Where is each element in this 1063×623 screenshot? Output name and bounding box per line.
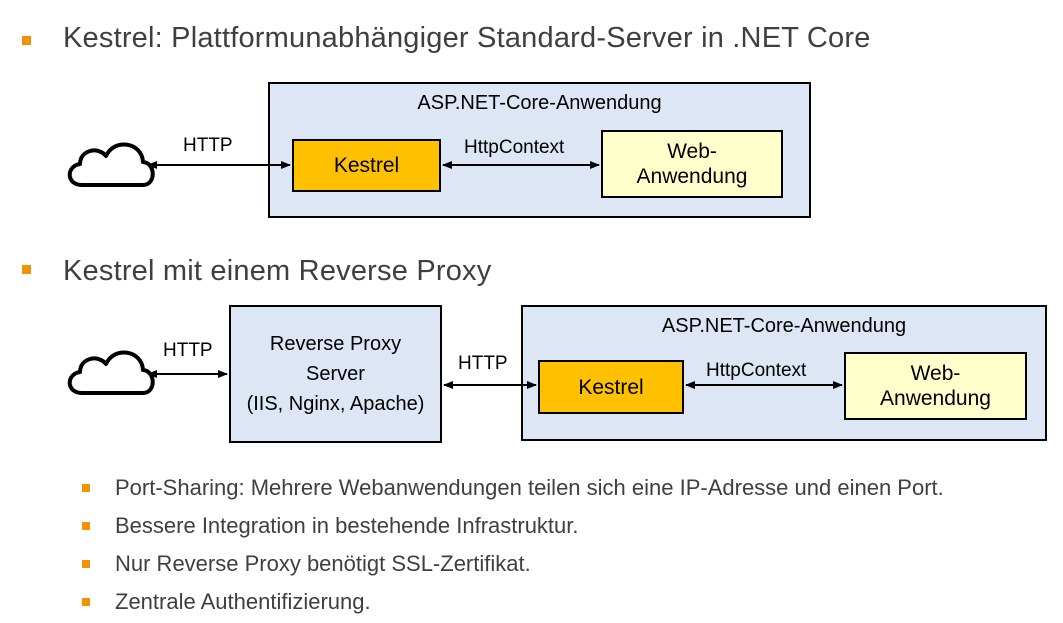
httpcontext-label-1: HttpContext (464, 137, 565, 158)
point-3: Nur Reverse Proxy benötigt SSL-Zertifika… (115, 551, 531, 576)
kestrel-box-2: Kestrel (538, 360, 684, 414)
proxy-label-3: (IIS, Nginx, Apache) (246, 393, 425, 415)
webapp-label-1b: Anwendung (636, 165, 748, 188)
point-bullet-4 (82, 598, 90, 606)
http-label-1: HTTP (183, 135, 233, 156)
proxy-label-2: Server (306, 363, 365, 385)
httpcontext-label-2: HttpContext (706, 360, 807, 381)
webapp-box-2: Web- Anwendung (844, 352, 1027, 420)
point-bullet-2 (82, 522, 90, 530)
proxy-label-1: Reverse Proxy (269, 333, 402, 355)
heading-bullet-1 (22, 36, 31, 45)
kestrel-box-1: Kestrel (292, 139, 441, 192)
heading-1: Kestrel: Plattformunabhängiger Standard-… (63, 22, 871, 54)
webapp-label-2b: Anwendung (880, 387, 991, 410)
kestrel-label-2: Kestrel (578, 375, 644, 399)
cloud-icon (67, 350, 155, 395)
webapp-label-1a: Web- (667, 140, 717, 163)
http-label-2: HTTP (163, 340, 213, 361)
heading-bullet-2 (22, 265, 31, 274)
heading-2: Kestrel mit einem Reverse Proxy (63, 255, 492, 287)
http-label-3: HTTP (458, 353, 508, 374)
point-2: Bessere Integration in bestehende Infras… (115, 513, 579, 538)
point-bullet-3 (82, 560, 90, 568)
point-4: Zentrale Authentifizierung. (115, 589, 371, 614)
point-1: Port-Sharing: Mehrere Webanwendungen tei… (115, 475, 944, 500)
webapp-label-2a: Web- (910, 362, 961, 385)
webapp-box-1: Web- Anwendung (601, 130, 783, 198)
app-title-1: ASP.NET-Core-Anwendung (417, 92, 662, 114)
point-bullet-1 (82, 484, 90, 492)
cloud-icon (67, 142, 155, 187)
app-title-2: ASP.NET-Core-Anwendung (661, 315, 907, 337)
reverse-proxy-box: Reverse Proxy Server (IIS, Nginx, Apache… (229, 305, 442, 443)
kestrel-label-1: Kestrel (333, 154, 400, 177)
